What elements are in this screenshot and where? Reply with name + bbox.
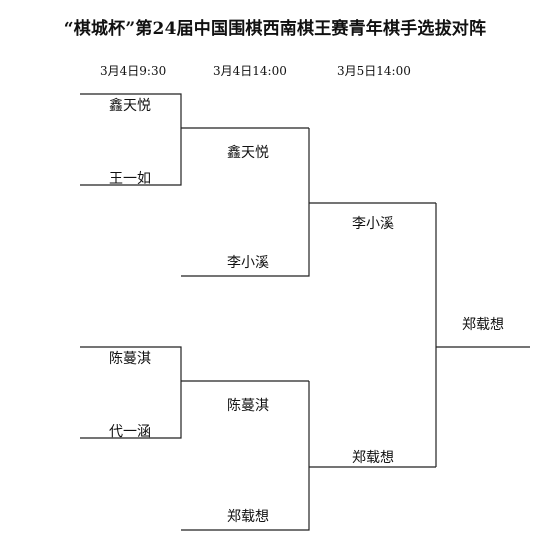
r2-m1-top-player: 鑫天悦 [227, 145, 269, 161]
round-3-date: 3月5日14:00 [337, 64, 411, 78]
r2-m2-top-player: 陈蔓淇 [227, 398, 269, 414]
bracket-title: “棋城杯”第24届中国围棋西南棋王赛青年棋手选拔对阵 [63, 19, 487, 39]
round-1-date: 3月4日9:30 [100, 64, 167, 78]
r2-m1-bracket [181, 128, 310, 277]
r1-m2-bottom-player: 代一涵 [109, 424, 151, 440]
r1-m2-top-player: 陈蔓淇 [109, 351, 151, 367]
r2-m2-bracket [181, 381, 310, 531]
r1-m1-bracket [80, 93, 182, 186]
winner-player: 郑载想 [462, 317, 504, 333]
r1-m1-top-player: 鑫天悦 [109, 98, 151, 114]
r3-top-player: 李小溪 [352, 216, 394, 232]
r2-m2-bottom-player: 郑载想 [227, 509, 269, 525]
round-2-date: 3月4日14:00 [213, 64, 287, 78]
r1-m1-bottom-player: 王一如 [109, 171, 151, 187]
r3-bottom-player: 郑载想 [352, 450, 394, 466]
r2-m1-bottom-player: 李小溪 [227, 255, 269, 271]
r1-m2-bracket [80, 346, 182, 439]
